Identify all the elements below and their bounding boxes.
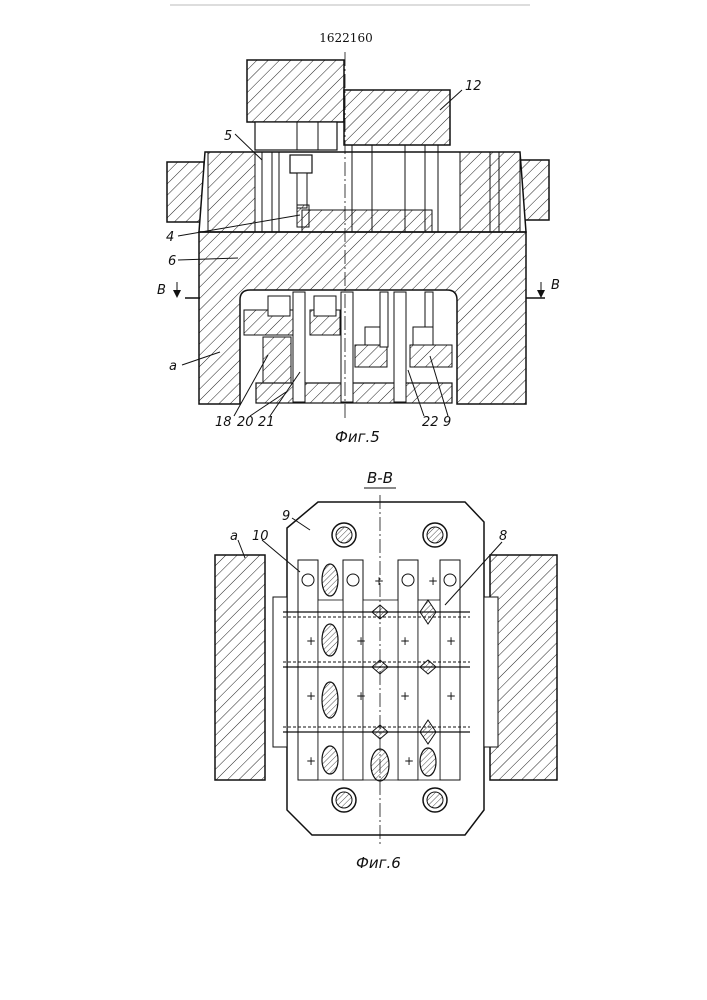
svg-text:+: + <box>356 689 366 703</box>
svg-text:+: + <box>428 574 438 588</box>
label-10: 10 <box>252 529 269 544</box>
bolt-tl <box>332 523 356 547</box>
label-22: 22 <box>422 415 439 430</box>
label-6: 6 <box>168 254 176 269</box>
svg-text:+: + <box>306 634 316 648</box>
svg-text:+: + <box>404 754 414 768</box>
label-4: 4 <box>166 230 174 245</box>
svg-text:+: + <box>356 634 366 648</box>
label-5: 5 <box>224 129 232 144</box>
figure-6: В-В <box>215 469 557 872</box>
label-8: 8 <box>499 529 507 544</box>
patent-number: 1622160 <box>319 31 372 45</box>
svg-text:+: + <box>374 574 384 588</box>
label-18: 18 <box>215 415 232 430</box>
bolt-br <box>423 788 447 812</box>
figure-5: 12 5 4 6 В В а 18 20 21 22 9 Фиг.5 <box>157 52 560 446</box>
section-title: В-В <box>367 469 393 487</box>
label-12: 12 <box>465 79 482 94</box>
svg-text:+: + <box>400 634 410 648</box>
svg-text:+: + <box>306 689 316 703</box>
bolt-tr <box>423 523 447 547</box>
svg-text:+: + <box>306 754 316 768</box>
section-mark-right: В <box>551 278 560 293</box>
label-21: 21 <box>258 415 275 430</box>
bolt-bl <box>332 788 356 812</box>
figure-6-caption: Фиг.6 <box>356 854 401 872</box>
label-9: 9 <box>443 415 451 430</box>
label-9-fig6: 9 <box>282 509 290 524</box>
label-20: 20 <box>237 415 254 430</box>
section-mark-left: В <box>157 283 166 298</box>
label-a: а <box>169 359 177 374</box>
svg-text:+: + <box>400 689 410 703</box>
label-a-fig6: а <box>230 529 238 544</box>
svg-text:+: + <box>446 634 456 648</box>
svg-text:+: + <box>446 689 456 703</box>
figure-5-caption: Фиг.5 <box>335 428 380 446</box>
